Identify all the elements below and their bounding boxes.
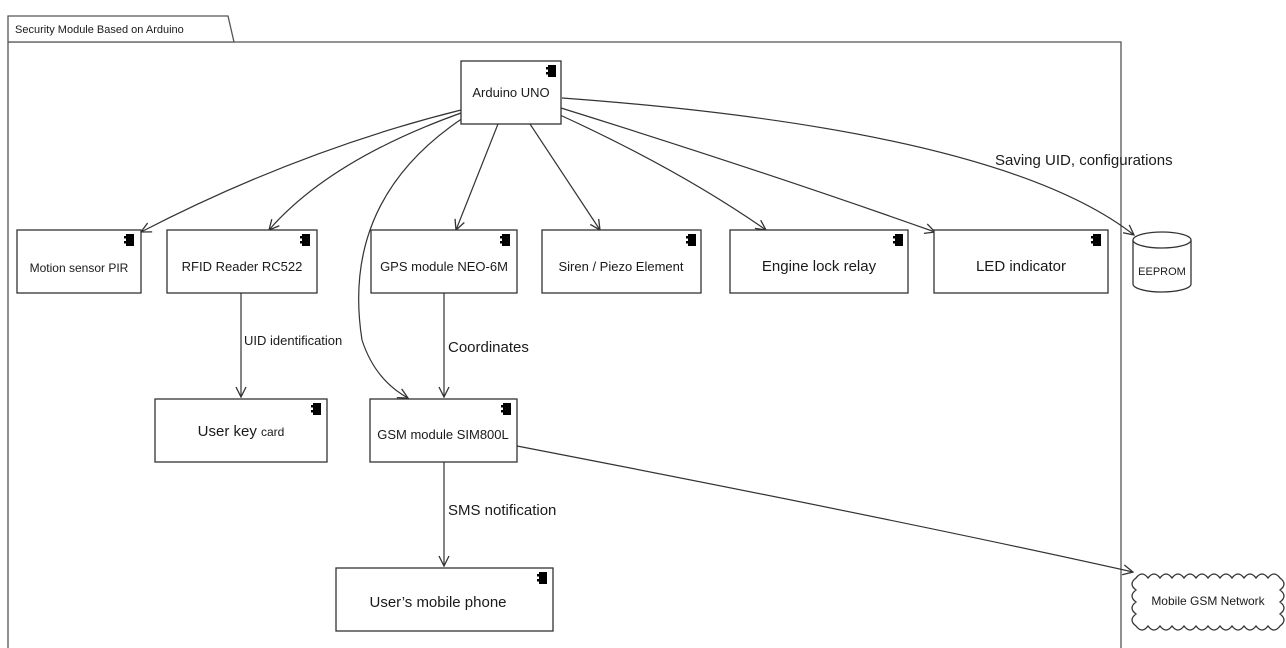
connector-arduino-gsm bbox=[358, 117, 464, 398]
network-label: Mobile GSM Network bbox=[1151, 594, 1265, 608]
storage-eeprom[interactable]: EEPROM bbox=[1132, 231, 1192, 293]
package-title: Security Module Based on Arduino bbox=[15, 24, 184, 36]
connector-arduino-led bbox=[560, 107, 935, 232]
component-rfid-reader[interactable]: RFID Reader RC522 bbox=[166, 229, 318, 294]
connectors bbox=[141, 97, 1134, 572]
component-label: GPS module NEO-6M bbox=[380, 259, 508, 274]
connector-arduino-motion bbox=[141, 109, 462, 232]
connector-gsm-network bbox=[516, 445, 1133, 572]
connector-arduino-engine bbox=[559, 114, 766, 230]
label-main: User key bbox=[198, 423, 261, 440]
component-label: Siren / Piezo Element bbox=[558, 259, 683, 274]
component-user-key-card[interactable]: User key card bbox=[154, 398, 328, 463]
label-sms-notification: SMS notification bbox=[448, 502, 556, 519]
external-gsm-network[interactable]: Mobile GSM Network bbox=[1131, 573, 1285, 631]
component-label: RFID Reader RC522 bbox=[182, 259, 303, 274]
package-frame: Security Module Based on Arduino bbox=[7, 15, 1122, 648]
component-label: LED indicator bbox=[976, 258, 1066, 275]
component-led-indicator[interactable]: LED indicator bbox=[933, 229, 1109, 294]
connector-arduino-eeprom bbox=[561, 97, 1134, 235]
component-label: Engine lock relay bbox=[762, 258, 877, 275]
connector-arduino-siren bbox=[529, 123, 600, 230]
component-user-phone[interactable]: User’s mobile phone bbox=[335, 567, 554, 632]
component-label: User key card bbox=[198, 423, 285, 440]
component-arduino-uno[interactable]: Arduino UNO bbox=[460, 60, 562, 125]
label-uid-identification: UID identification bbox=[244, 333, 342, 348]
component-siren[interactable]: Siren / Piezo Element bbox=[541, 229, 702, 294]
component-engine-lock-relay[interactable]: Engine lock relay bbox=[729, 229, 909, 294]
storage-label: EEPROM bbox=[1138, 266, 1186, 278]
component-gps-module[interactable]: GPS module NEO-6M bbox=[370, 229, 518, 294]
component-label: Arduino UNO bbox=[472, 85, 549, 100]
component-label: GSM module SIM800L bbox=[377, 427, 509, 442]
label-saving-uid: Saving UID, configurations bbox=[995, 152, 1173, 169]
label-coordinates: Coordinates bbox=[448, 339, 529, 356]
component-motion-sensor[interactable]: Motion sensor PIR bbox=[16, 229, 142, 294]
component-label: User’s mobile phone bbox=[369, 594, 506, 611]
component-gsm-module[interactable]: GSM module SIM800L bbox=[369, 398, 518, 463]
connector-arduino-rfid bbox=[269, 112, 462, 230]
connector-arduino-gps bbox=[456, 123, 499, 230]
label-small: card bbox=[261, 425, 284, 439]
component-label: Motion sensor PIR bbox=[30, 261, 129, 275]
